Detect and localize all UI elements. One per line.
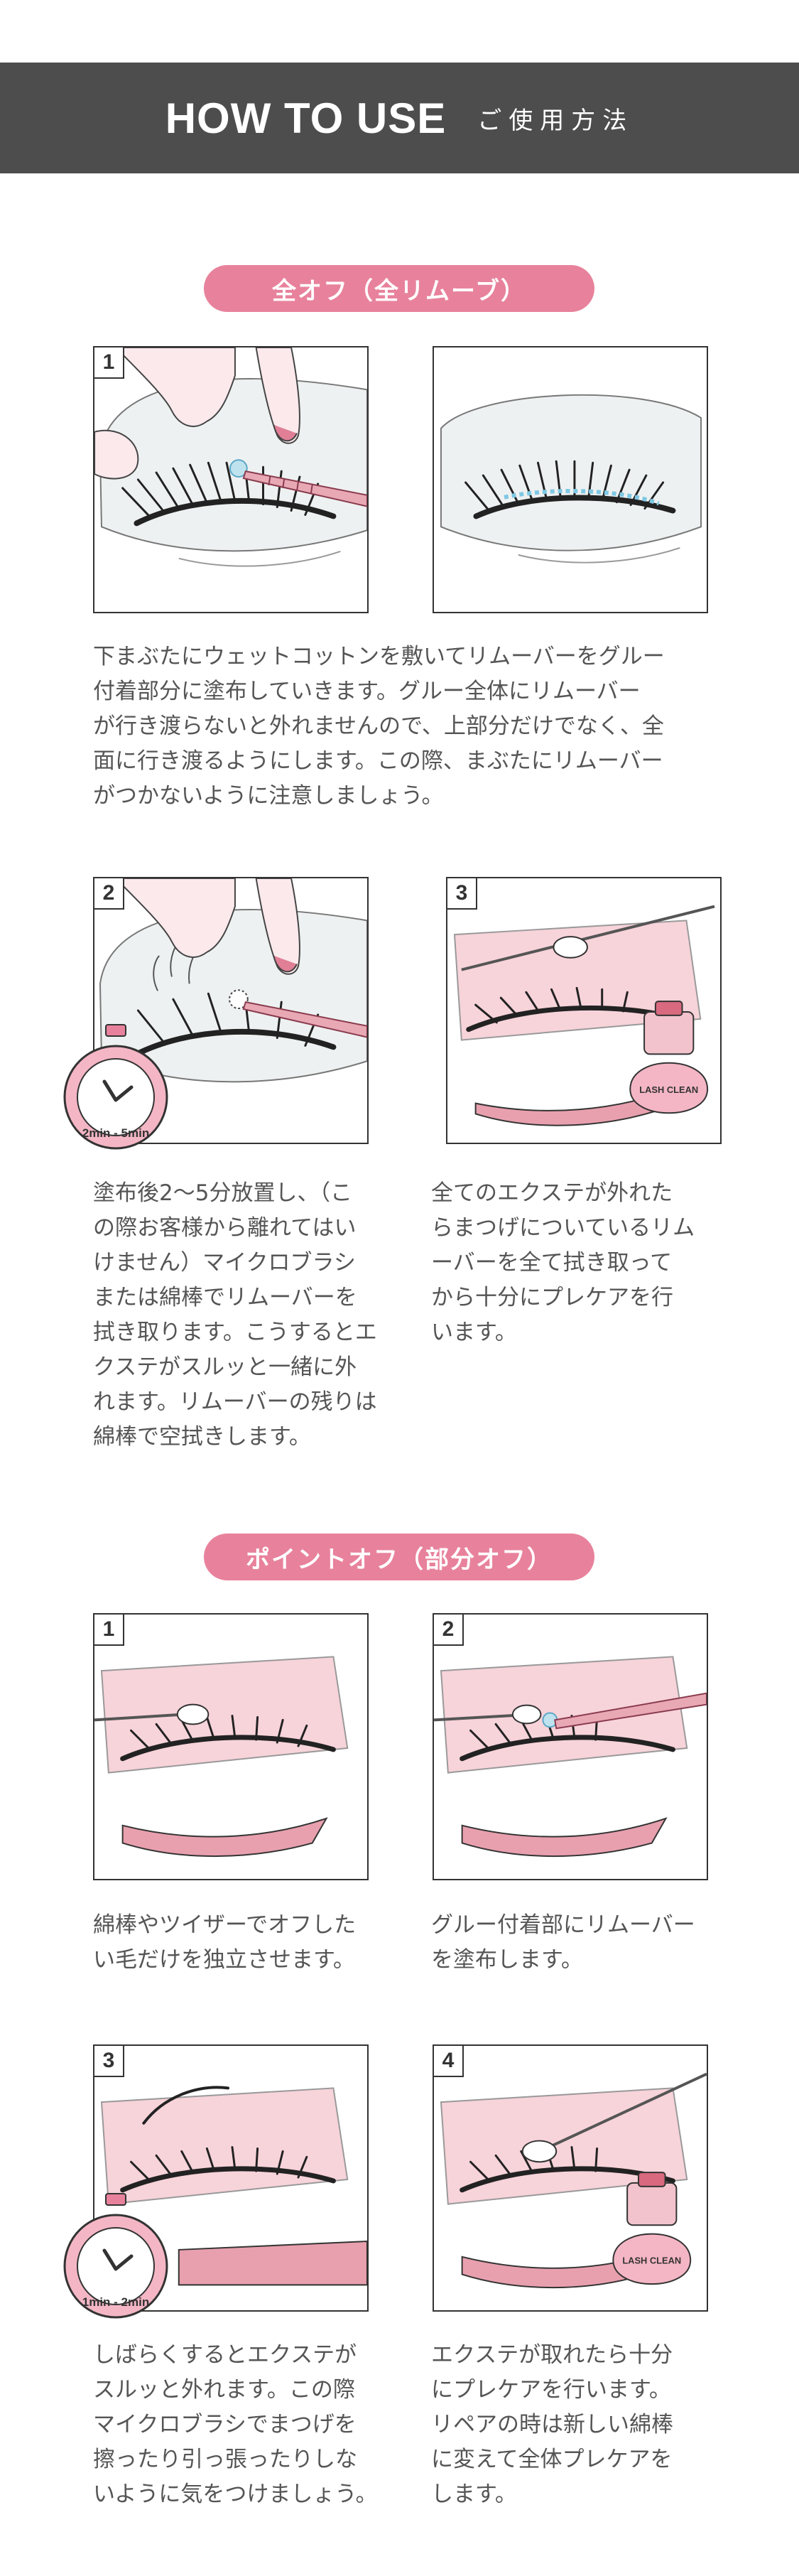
swab-separating-lash-illustration [94,1656,349,1858]
page-title: HOW TO USE [165,94,447,142]
step-number: 2 [94,878,124,910]
precare-with-bottle-illustration: LASH CLEAN [440,2072,707,2289]
page-header: HOW TO USE ご使用方法 [0,63,799,173]
step-number: 1 [94,1615,124,1646]
timer-label: 2min - 5min [82,1126,149,1140]
brush-applying-remover-illustration [434,1656,707,1858]
point-off-step2-illustration: 2 [433,1613,708,1880]
bottle-label: LASH CLEAN [639,1084,698,1095]
full-off-step1-result-illustration [433,346,708,613]
step-number: 3 [447,878,477,910]
full-off-step3-illustration: 3 LASH CLEAN [446,877,722,1144]
point-off-step4-description: エクステが取れたら十分 にプレケアを行います。 リペアの時は新しい綿棒 に変えて… [431,2342,673,2507]
lash-released-illustration [100,2086,367,2286]
full-off-step1-illustration: 1 [93,346,369,613]
swab-and-remover-bottle-illustration: LASH CLEAN [453,905,715,1126]
timer-icon: 2min - 5min [59,1023,173,1151]
point-off-step1-description: 綿棒やツイザーでオフした い毛だけを独立させます。 [93,1912,357,1973]
timer-icon: 1min - 2min [59,2192,173,2320]
section-title-point-off: ポイントオフ（部分オフ） [204,1534,594,1580]
bottle-label: LASH CLEAN [622,2256,681,2266]
eye-with-cotton-and-brush-illustration [94,347,367,567]
section-title-full-off: 全オフ（全リムーブ） [204,265,594,312]
full-off-step2-description: 塗布後2〜5分放置し、（こ の際お客様から離れてはい けません）マイクロブラシ … [93,1180,377,1450]
point-off-step1-illustration: 1 [93,1613,369,1880]
full-off-step2-illustration: 2 [93,877,369,1144]
step-number: 1 [94,347,124,379]
full-off-step3-description: 全てのエクステが外れた らまつげについているリム ーバーを全て拭き取って から十… [431,1180,695,1345]
point-off-step3-description: しばらくするとエクステが スルッと外れます。この際 マイクロブラシでまつげを 擦… [93,2342,378,2507]
step-number: 2 [434,1615,464,1646]
brush-wiping-lashes-illustration [99,878,367,1083]
page-subtitle: ご使用方法 [477,106,634,135]
point-off-step4-illustration: 4 LASH CLEAN [433,2044,708,2312]
step-number: 4 [434,2046,464,2077]
timer-label: 1min - 2min [82,2295,149,2309]
full-off-step1-description: 下まぶたにウェットコットンを敷いてリムーバーをグルー 付着部分に塗布していきます… [93,644,665,809]
point-off-step2-description: グルー付着部にリムーバー を塗布します。 [431,1912,695,1973]
eye-with-glue-removed-illustration [440,394,702,564]
step-number: 3 [94,2046,124,2077]
